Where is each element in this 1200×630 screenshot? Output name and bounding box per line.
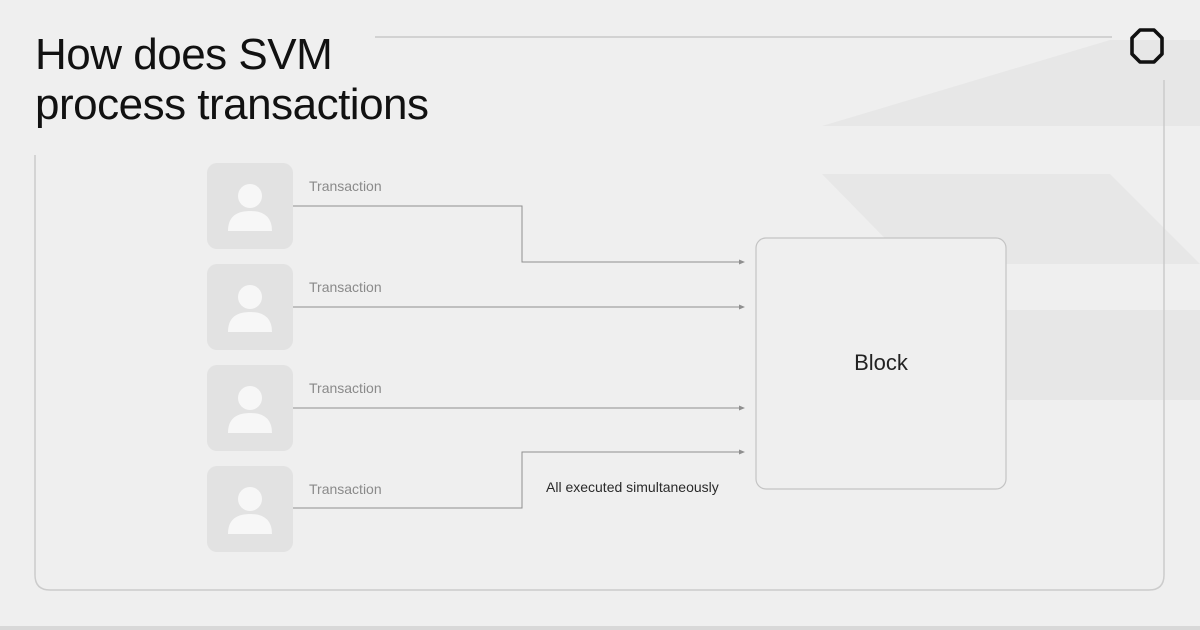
transaction-label-3: Transaction bbox=[309, 380, 382, 396]
connector-group bbox=[293, 205, 740, 509]
transaction-label-2: Transaction bbox=[309, 279, 382, 295]
title-line-2: process transactions bbox=[35, 80, 429, 129]
arrowhead-1 bbox=[739, 259, 745, 265]
arrowhead-4 bbox=[739, 449, 745, 455]
bottom-strip bbox=[0, 626, 1200, 630]
user-avatar-icon bbox=[207, 264, 293, 350]
decor-band-top bbox=[822, 40, 1200, 126]
user-avatar-icon bbox=[207, 163, 293, 249]
transaction-label-4: Transaction bbox=[309, 481, 382, 497]
connector-4 bbox=[293, 451, 740, 509]
arrowhead-2 bbox=[739, 304, 745, 310]
user-avatar-icon bbox=[207, 466, 293, 552]
connector-1 bbox=[293, 205, 740, 263]
transaction-label-1: Transaction bbox=[309, 178, 382, 194]
octagon-ring-icon bbox=[1130, 28, 1164, 64]
title-line-1: How does SVM bbox=[35, 30, 333, 79]
page-title: How does SVM process transactions bbox=[35, 30, 429, 130]
user-avatar-icon bbox=[207, 365, 293, 451]
block-label: Block bbox=[854, 350, 908, 375]
block-box bbox=[755, 237, 1007, 490]
frame-border bbox=[34, 80, 1165, 591]
arrowhead-3 bbox=[739, 405, 745, 411]
simultaneous-note: All executed simultaneously bbox=[546, 479, 719, 495]
